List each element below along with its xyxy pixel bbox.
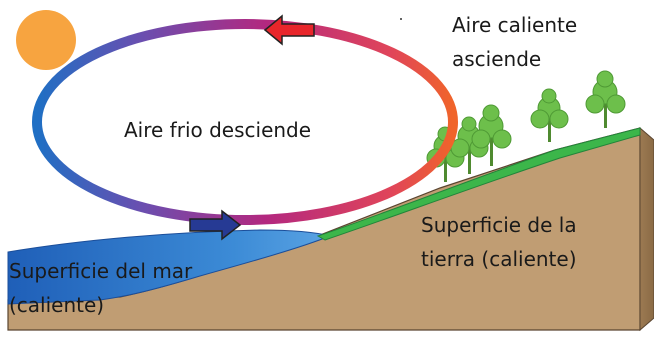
warm-air-label-line1: Aire caliente	[452, 13, 578, 37]
tree-icon	[471, 104, 512, 166]
land-label-line2: tierra (caliente)	[421, 247, 577, 271]
tree-icon	[585, 70, 626, 128]
arrow-right-icon	[189, 209, 242, 241]
convection-loop	[32, 19, 458, 225]
land-grass	[316, 127, 641, 241]
sea-label-line1: Superficie del mar	[9, 259, 193, 283]
warm-air-label-line2: asciende	[452, 47, 542, 71]
decorative-dot	[400, 18, 402, 20]
land-side-face	[639, 126, 654, 332]
tree-icon	[530, 88, 569, 142]
sea-label-line2: (caliente)	[9, 293, 105, 317]
cold-air-label: Aire frio desciende	[124, 118, 312, 142]
sun-icon	[16, 10, 76, 70]
trees	[426, 70, 626, 182]
land-label-line1: Superficie de la	[421, 213, 577, 237]
arrow-left-icon	[263, 14, 315, 46]
